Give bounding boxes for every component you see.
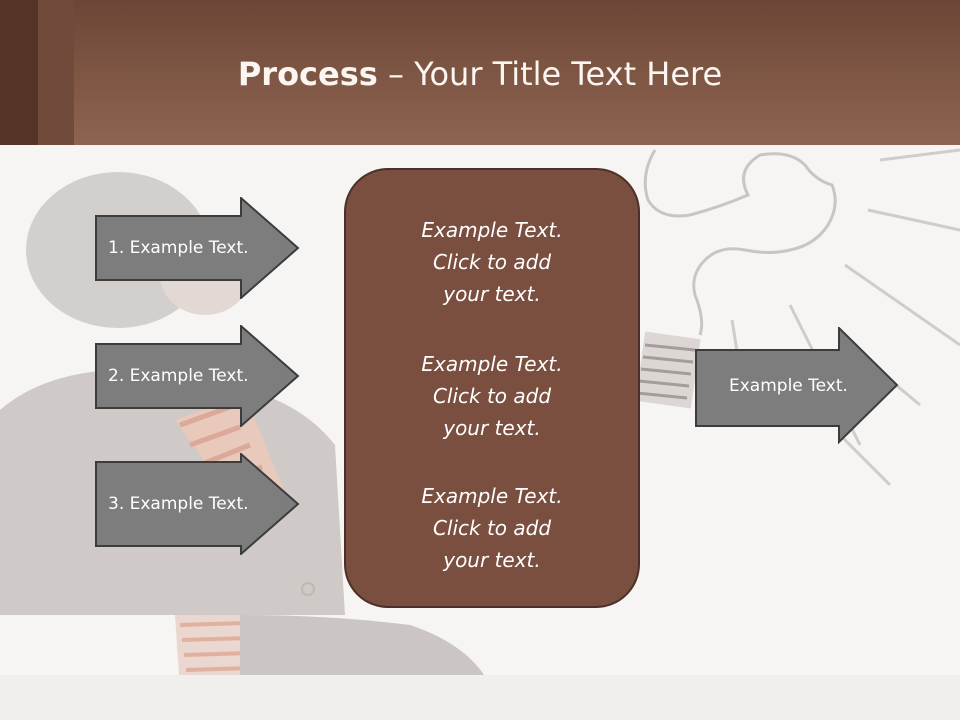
process-arrow-1[interactable]: 1. Example Text. [95, 197, 300, 299]
center-line: your text. [443, 548, 541, 572]
arrow-shape [695, 327, 899, 445]
arrow-shape [95, 325, 300, 427]
center-text-block-1: Example Text. Click to add your text. [346, 214, 638, 310]
center-text-box[interactable]: Example Text. Click to add your text. Ex… [344, 168, 640, 608]
center-line: your text. [443, 282, 541, 306]
arrow-label: 1. Example Text. [108, 238, 249, 258]
title-bold: Process [237, 55, 378, 93]
center-line: Example Text. [421, 218, 563, 242]
arrow-label: 2. Example Text. [108, 366, 249, 386]
center-line: Example Text. [421, 484, 563, 508]
center-line: Click to add [432, 250, 552, 274]
arrow-shape [95, 197, 300, 299]
header-stripe [38, 0, 74, 145]
center-line: Example Text. [421, 352, 563, 376]
center-line: Click to add [432, 384, 552, 408]
bulb-sketch [643, 149, 837, 336]
title-rest: – Your Title Text Here [377, 55, 723, 93]
arrow-label: 3. Example Text. [108, 494, 249, 514]
center-line: your text. [443, 416, 541, 440]
header-stripe [0, 0, 38, 145]
process-arrow-3[interactable]: 3. Example Text. [95, 453, 300, 555]
slide-title[interactable]: Process – Your Title Text Here [74, 52, 886, 96]
center-text-block-3: Example Text. Click to add your text. [346, 480, 638, 576]
process-arrow-2[interactable]: 2. Example Text. [95, 325, 300, 427]
title-bar: Process – Your Title Text Here [0, 0, 960, 145]
arrow-label: Example Text. [729, 376, 848, 396]
arrow-shape [95, 453, 300, 555]
center-line: Click to add [432, 516, 552, 540]
center-text-block-2: Example Text. Click to add your text. [346, 348, 638, 444]
background-photo [0, 148, 960, 720]
result-arrow[interactable]: Example Text. [695, 327, 900, 445]
